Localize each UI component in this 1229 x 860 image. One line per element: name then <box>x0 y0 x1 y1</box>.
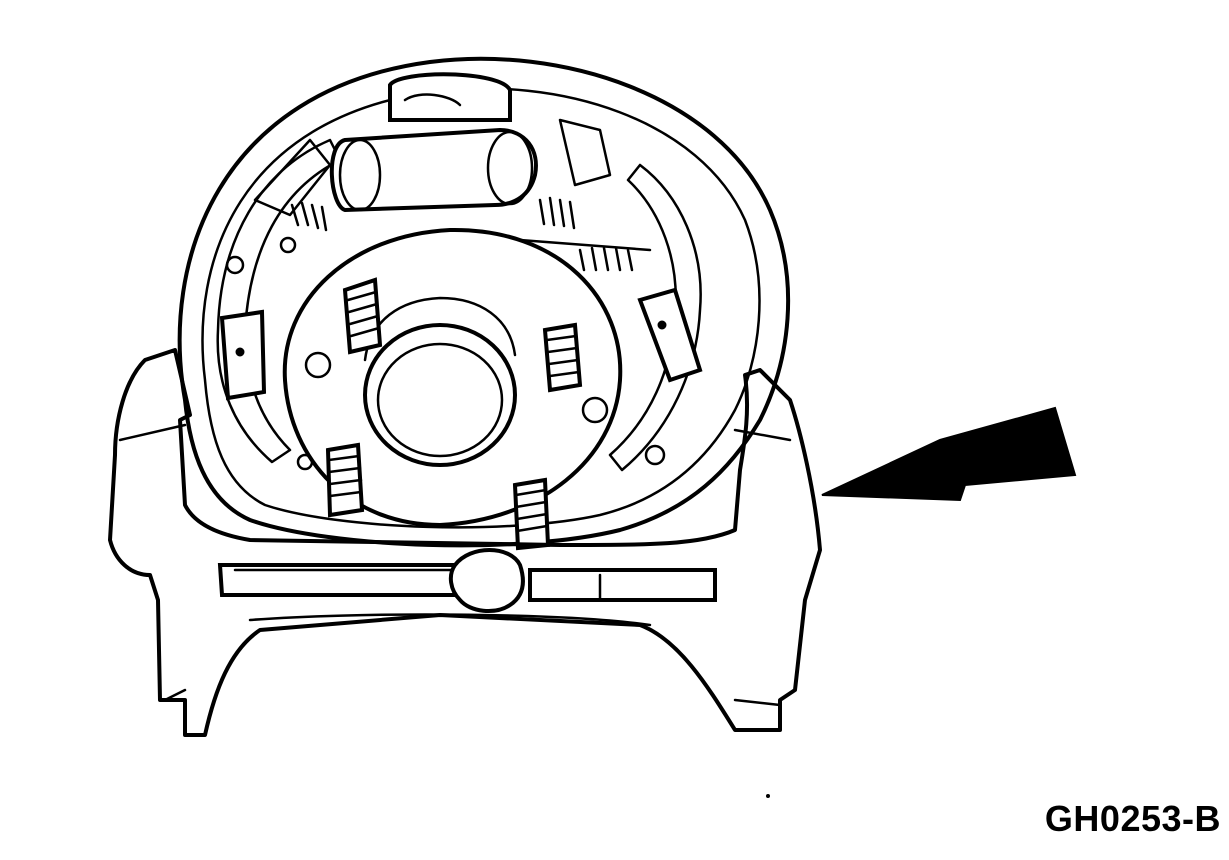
fixture-slide-bar <box>217 548 717 627</box>
return-springs <box>290 196 652 272</box>
holding-fixture <box>108 348 822 737</box>
scan-speck <box>766 794 770 798</box>
direction-arrow <box>821 406 1077 502</box>
backing-plate <box>177 56 791 548</box>
hub-flange <box>282 227 623 527</box>
figure-code-label: GH0253-B <box>1044 798 1221 839</box>
mounting-holes <box>225 236 666 471</box>
wheel-studs <box>325 277 583 551</box>
shoe-retainers <box>219 287 703 401</box>
wheel-cylinder <box>329 72 538 213</box>
